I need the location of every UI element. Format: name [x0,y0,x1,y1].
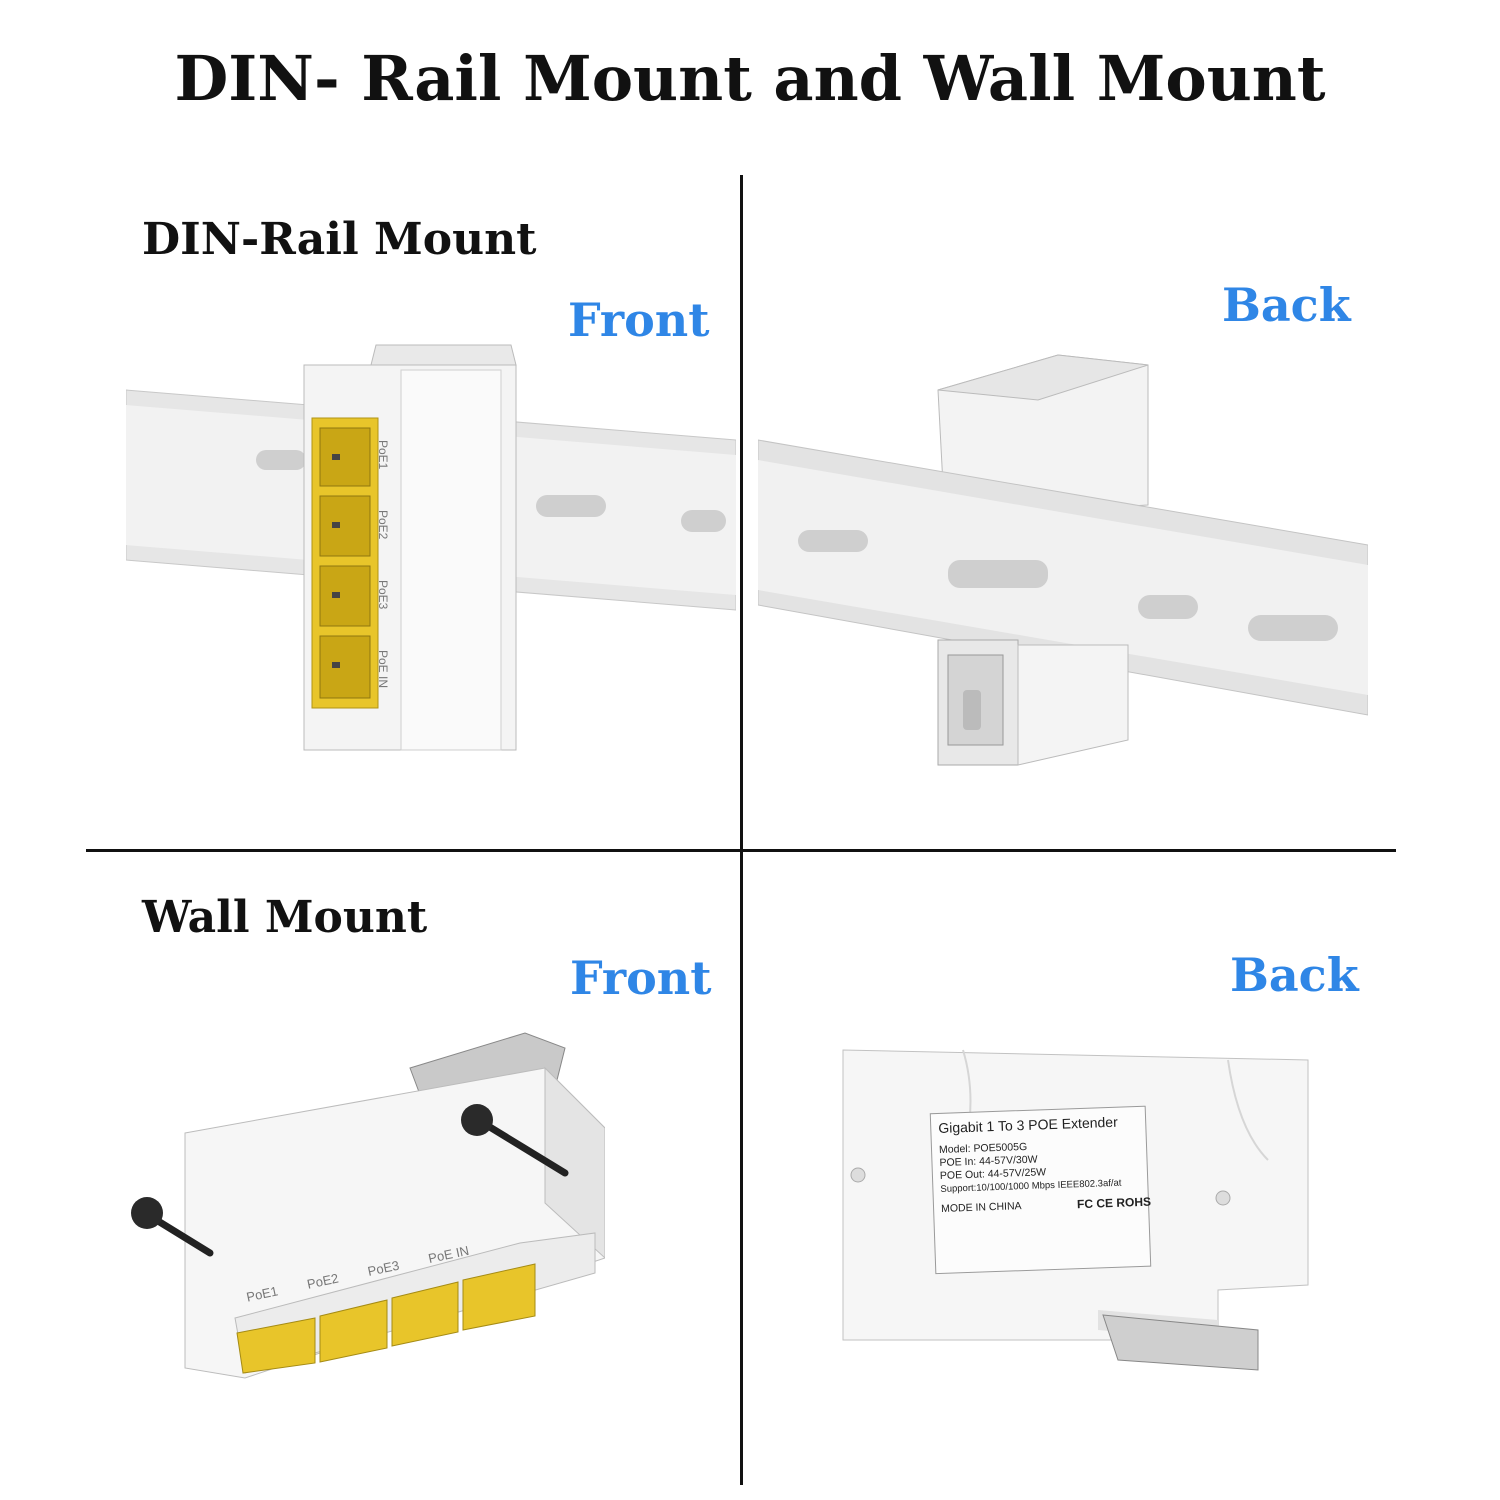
din-rail-front-label: Front [568,293,710,347]
port-label-list: PoE1 PoE2 PoE3 PoE IN [376,440,406,710]
wall-front-photo: PoE1 PoE2 PoE3 PoE IN [125,1028,605,1408]
wall-back-label: Back [1230,948,1359,1002]
din-rail-back-photo [758,345,1368,785]
product-label-line: MODE IN CHINA [940,1200,1022,1215]
certification-marks: FC CE ROHS [1076,1194,1152,1212]
din-rail-back-label: Back [1222,278,1351,332]
vertical-divider [740,175,743,1485]
page-title: DIN- Rail Mount and Wall Mount [174,42,1326,115]
port-label: PoE3 [376,580,390,610]
horizontal-divider [86,849,1396,852]
port-label: PoE2 [376,510,390,540]
wall-front-label: Front [570,951,712,1005]
wall-heading: Wall Mount [142,892,428,943]
product-label: Gigabit 1 To 3 POE Extender Model: POE50… [938,1113,1151,1216]
port-label: PoE IN [376,650,390,689]
wall-back-photo: Gigabit 1 To 3 POE Extender Model: POE50… [838,1040,1313,1390]
din-rail-heading: DIN-Rail Mount [142,214,537,265]
din-rail-front-photo: PoE1 PoE2 PoE3 PoE IN [126,330,736,760]
port-label: PoE1 [376,440,390,470]
